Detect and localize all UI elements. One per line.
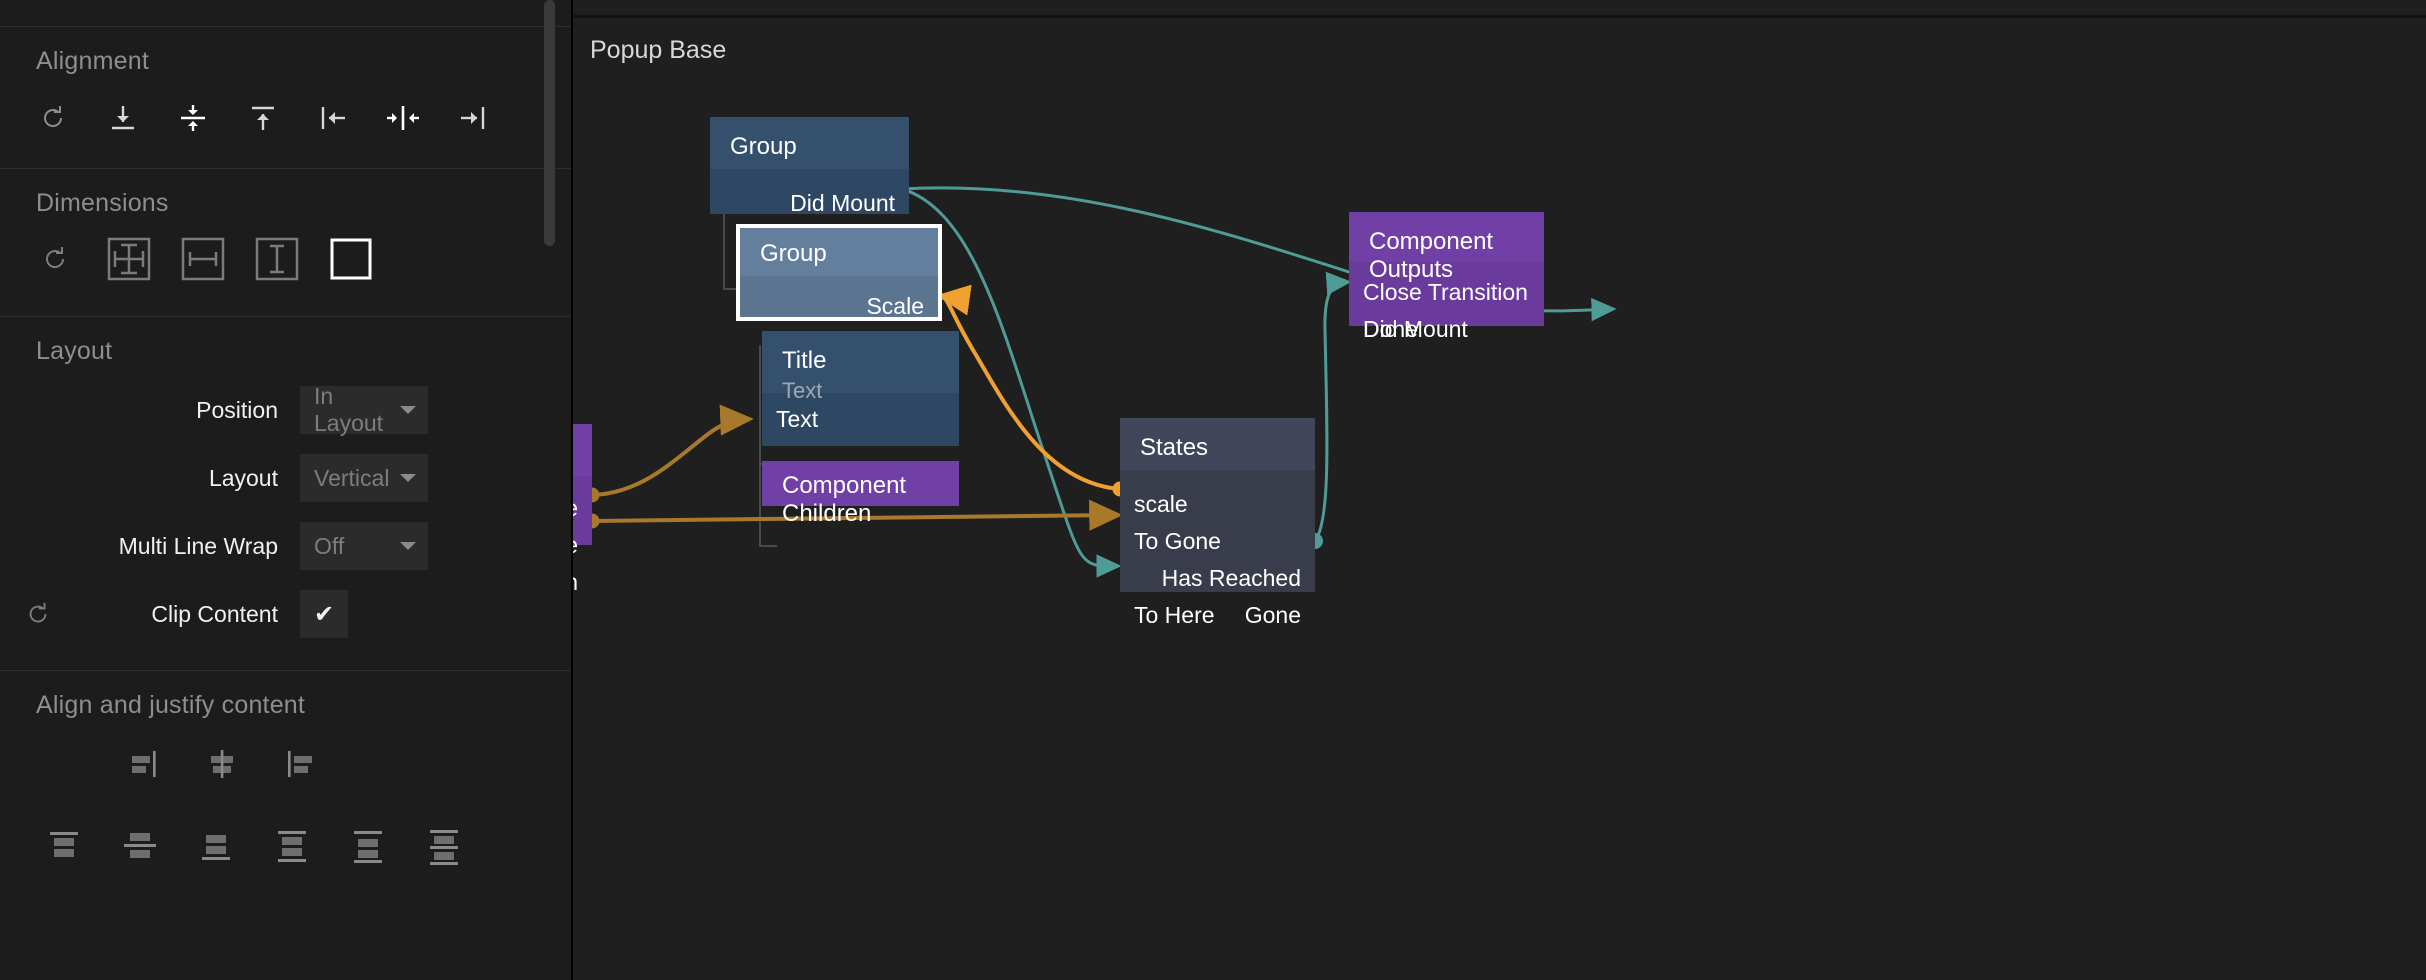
alignment-reset-icon[interactable] [18, 90, 88, 146]
multi-line-wrap-select[interactable]: Off [300, 522, 428, 570]
layout-label: Layout [208, 464, 278, 491]
align-horizontal-center-icon[interactable] [368, 90, 438, 146]
node-states-ports: scale To Gone Has Reached Gone To Here [1120, 470, 1315, 634]
node-title-text-ports: Text [762, 393, 959, 438]
node-component-outputs[interactable]: Component Outputs Close Transition Done … [1349, 212, 1544, 342]
clip-content-label: Clip Content [151, 600, 278, 627]
node-group-outer-ports: Did Mount [710, 169, 909, 222]
justify-content-row [0, 798, 571, 880]
panel-scrollbar[interactable] [544, 0, 555, 246]
align-justify-section-title: Align and justify content [36, 691, 306, 719]
align-left-icon[interactable] [298, 90, 368, 146]
align-content-left-icon[interactable] [108, 736, 184, 792]
node-group-inner-title: Group [740, 228, 938, 276]
justify-end-icon[interactable] [178, 818, 254, 874]
alignment-button-row [0, 76, 571, 168]
layout-row-multi-line-wrap: Multi Line Wrap Off [0, 512, 571, 580]
align-vertical-center-icon[interactable] [158, 90, 228, 146]
justify-space-evenly-icon[interactable] [406, 818, 482, 874]
node-component-inputs[interactable]: Component Inputs Title Start Close Trans… [573, 424, 592, 595]
edge-title-to-text [591, 404, 754, 497]
port-has-reached-gone[interactable]: Has Reached Gone [1161, 565, 1301, 628]
justify-center-icon[interactable] [102, 818, 178, 874]
dimensions-section-title: Dimensions [36, 189, 169, 217]
node-title-text-title: Title Text [762, 331, 959, 403]
justify-space-around-icon[interactable] [330, 818, 406, 874]
node-group-inner-ports: Scale [740, 276, 938, 325]
node-component-outputs-title: Component Outputs [1349, 212, 1544, 283]
node-graph-canvas[interactable]: Popup Base [573, 0, 2426, 980]
chevron-down-icon [400, 474, 416, 482]
canvas-title: Popup Base [590, 36, 727, 64]
node-title-text-subtitle: Text [782, 378, 823, 403]
align-content-center-icon[interactable] [184, 736, 260, 792]
size-fit-width-icon[interactable] [166, 228, 240, 290]
align-justify-section: Align and justify content [0, 670, 571, 880]
port-scale-in[interactable]: scale [1134, 491, 1188, 517]
chevron-down-icon [400, 542, 416, 550]
size-fit-both-icon[interactable] [92, 228, 166, 290]
layout-row-clip-content: Clip Content ✔ [0, 580, 571, 648]
node-component-inputs-ports: Title Start Close Transition [573, 476, 592, 595]
node-component-outputs-ports: Close Transition Done Did Mount [1349, 262, 1544, 348]
node-group-inner[interactable]: Group Scale [736, 224, 942, 321]
align-content-right-icon[interactable] [260, 736, 336, 792]
alignment-section-title: Alignment [36, 47, 149, 75]
port-scale[interactable]: Scale [866, 293, 924, 319]
justify-start-icon[interactable] [26, 818, 102, 874]
dimensions-button-row [0, 218, 571, 316]
align-right-icon[interactable] [438, 90, 508, 146]
edge-hasreachedgone-to-closetransitiondone [1313, 271, 1352, 542]
node-group-outer[interactable]: Group Did Mount [710, 117, 909, 216]
tree-guide-group-inner [723, 212, 741, 290]
clip-content-checkbox[interactable]: ✔ [300, 590, 348, 638]
canvas-divider [573, 15, 2426, 18]
layout-form: Position In Layout Layout Vertical [0, 366, 571, 670]
dimensions-section: Dimensions [0, 168, 571, 316]
position-select[interactable]: In Layout [300, 383, 428, 436]
port-close-transition-done[interactable]: Close Transition Done [1363, 279, 1528, 342]
port-to-here[interactable]: To Here [1134, 602, 1215, 628]
justify-space-between-icon[interactable] [254, 818, 330, 874]
port-text[interactable]: Text [776, 406, 819, 432]
chevron-down-icon [400, 406, 416, 414]
size-fit-height-icon[interactable] [240, 228, 314, 290]
layout-section-title: Layout [36, 337, 113, 365]
node-component-inputs-title: Component Inputs [573, 424, 592, 476]
node-component-children-title: Component Children [762, 461, 959, 527]
position-label: Position [196, 396, 278, 423]
node-group-outer-title: Group [710, 117, 909, 169]
node-title-text[interactable]: Title Text Text [762, 331, 959, 446]
size-fixed-icon[interactable] [314, 228, 388, 290]
node-states-title: States [1120, 418, 1315, 470]
align-content-row [0, 720, 571, 798]
layout-row-layout: Layout Vertical [0, 444, 571, 512]
port-to-gone[interactable]: To Gone [1134, 528, 1221, 554]
layout-value: Vertical [314, 464, 390, 491]
port-title[interactable]: Title [573, 490, 592, 527]
node-component-children[interactable]: Component Children [762, 461, 959, 527]
port-did-mount-in[interactable]: Did Mount [1363, 316, 1468, 342]
multi-line-wrap-value: Off [314, 532, 345, 559]
position-value: In Layout [314, 383, 384, 436]
port-did-mount[interactable]: Did Mount [790, 190, 895, 216]
panel-top-strip [0, 0, 571, 26]
clip-content-reset-icon[interactable] [18, 594, 58, 634]
layout-select[interactable]: Vertical [300, 454, 428, 502]
align-top-icon[interactable] [228, 90, 298, 146]
node-title-text-title-label: Title [782, 347, 827, 374]
tree-guide-component-children [759, 345, 777, 547]
dimensions-reset-icon[interactable] [18, 228, 92, 290]
layout-section: Layout Position In Layout Layout Vertica… [0, 316, 571, 670]
edge-scale-to-groupscale [936, 284, 1121, 491]
alignment-section: Alignment [0, 26, 571, 168]
multi-line-wrap-label: Multi Line Wrap [118, 532, 278, 559]
layout-row-position: Position In Layout [0, 376, 571, 444]
node-states[interactable]: States scale To Gone Has Reached Gone To… [1120, 418, 1315, 628]
port-start-close-transition[interactable]: Start Close Transition [573, 527, 592, 595]
align-bottom-icon[interactable] [88, 90, 158, 146]
properties-panel: Alignment [0, 0, 573, 980]
